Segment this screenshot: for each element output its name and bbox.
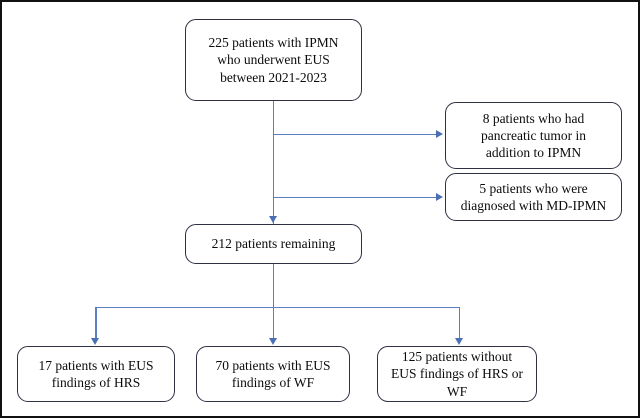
node-cohort-label: 225 patients with IPMN who underwent EUS…: [208, 35, 339, 85]
node-exclusion-pancreatic-tumor-label: 8 patients who had pancreatic tumor in a…: [481, 110, 586, 161]
connector-split-bus: [95, 306, 459, 309]
node-exclusion-md-ipmn[interactable]: 5 patients who were diagnosed with MD-IP…: [445, 173, 622, 221]
node-outcome-wf[interactable]: 70 patients with EUS findings of WF: [196, 346, 350, 402]
node-exclusion-md-ipmn-label: 5 patients who were diagnosed with MD-IP…: [460, 180, 607, 213]
arrowhead-to-outcome-none: [454, 338, 463, 345]
node-remaining[interactable]: 212 patients remaining: [185, 224, 362, 264]
arrowhead-to-outcome-hrs: [91, 338, 100, 345]
node-remaining-label: 212 patients remaining: [211, 236, 336, 252]
node-outcome-hrs-label: 17 patients with EUS findings of HRS: [38, 357, 154, 390]
node-outcome-hrs[interactable]: 17 patients with EUS findings of HRS: [17, 346, 175, 402]
node-outcome-none[interactable]: 125 patients without EUS findings of HRS…: [377, 346, 537, 402]
connector-drop-wf: [272, 307, 275, 340]
arrowhead-to-exclusion-mdipmn: [436, 192, 443, 201]
connector-branch-exclusion-mdipmn: [273, 196, 437, 199]
connector-cohort-trunk: [272, 100, 275, 224]
connector-remaining-stem: [272, 264, 275, 308]
connector-drop-none: [458, 307, 461, 340]
node-outcome-none-label: 125 patients without EUS findings of HRS…: [390, 349, 523, 399]
node-outcome-wf-label: 70 patients with EUS findings of WF: [215, 357, 331, 390]
arrowhead-to-outcome-wf: [268, 338, 277, 345]
node-exclusion-pancreatic-tumor[interactable]: 8 patients who had pancreatic tumor in a…: [445, 102, 622, 169]
connector-drop-hrs: [95, 307, 97, 340]
connector-branch-exclusion-tumor: [273, 133, 437, 136]
arrowhead-to-exclusion-tumor: [436, 129, 443, 138]
arrowhead-to-remaining: [268, 216, 277, 223]
node-cohort[interactable]: 225 patients with IPMN who underwent EUS…: [185, 19, 362, 101]
